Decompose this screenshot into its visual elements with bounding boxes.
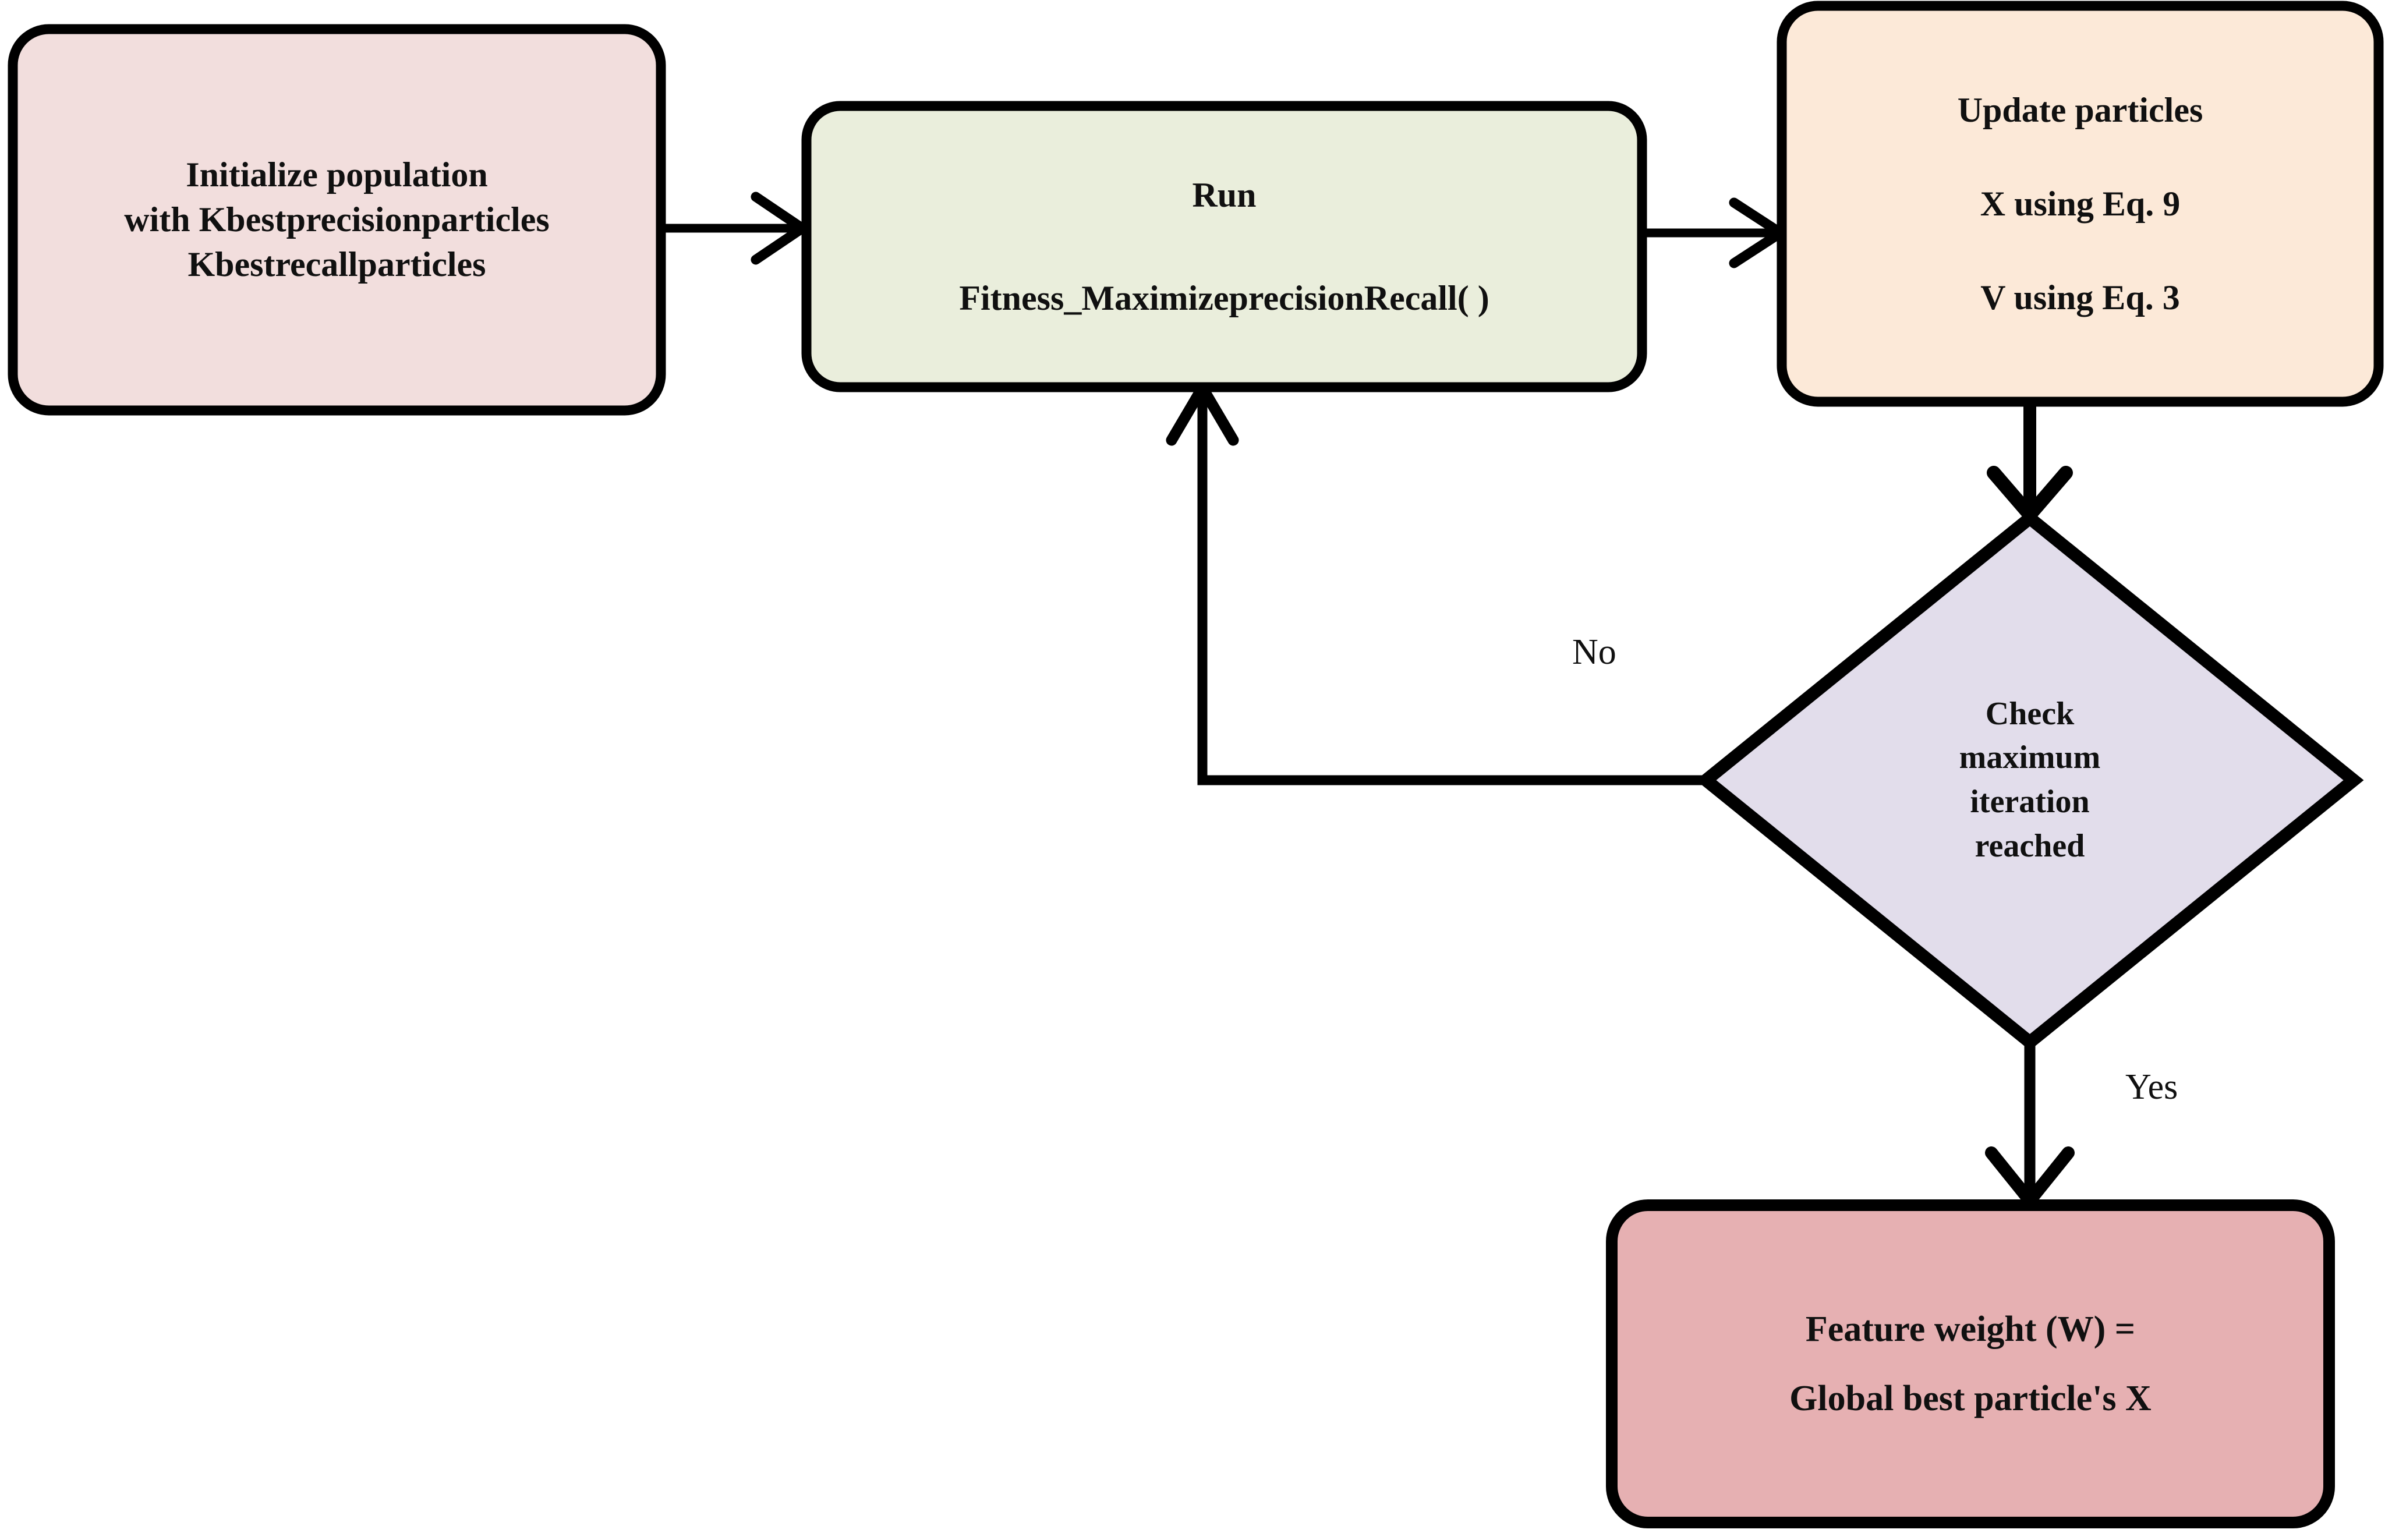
node-run-fitness[interactable] [801, 101, 1647, 392]
edge-update-to-check [1987, 402, 2073, 522]
node-check-max-iteration[interactable] [1696, 509, 2364, 1051]
edge-check-to-feature-yes [1985, 1042, 2075, 1207]
edge-check-to-run-no [1166, 382, 1706, 785]
node-feature-weight[interactable] [1606, 1199, 2335, 1528]
node-update-particles[interactable] [1777, 1, 2384, 407]
edge-run-to-update [1642, 197, 1786, 268]
edge-initialize-to-run [661, 192, 808, 265]
node-initialize[interactable] [8, 24, 666, 416]
